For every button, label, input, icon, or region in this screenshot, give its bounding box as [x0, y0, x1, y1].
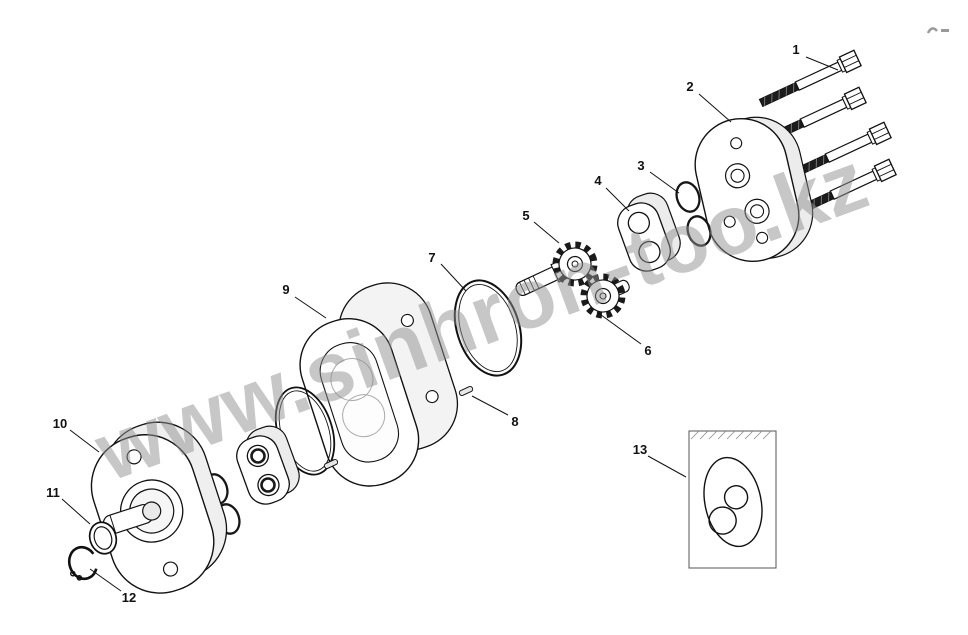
driven-gear: [578, 267, 637, 321]
callout-11: 11: [46, 485, 91, 525]
seal-kit: [688, 430, 777, 569]
callout-4: 4: [594, 173, 630, 212]
shaft-seal: [88, 521, 118, 555]
callout-3: 3: [637, 158, 680, 194]
callout-4-label: 4: [594, 173, 602, 188]
seal-kit-hatch: [690, 430, 772, 440]
callout-9-label: 9: [282, 282, 289, 297]
callout-9: 9: [282, 282, 327, 319]
o-ring-rear: [453, 279, 523, 377]
callout-1-label: 1: [792, 42, 799, 57]
callout-6: 6: [596, 311, 652, 358]
bore-seal-1: [250, 448, 266, 464]
dowel-pin-front: [323, 459, 339, 469]
seal-kit-gaskets: [703, 456, 763, 548]
callout-8-label: 8: [511, 414, 518, 429]
callout-13-label: 13: [633, 442, 647, 457]
dowel-pin-rear: [458, 385, 474, 397]
callout-7-label: 7: [428, 250, 435, 265]
bore-seal-2: [260, 477, 276, 493]
callout-10-label: 10: [53, 416, 67, 431]
callout-11-label: 11: [46, 485, 60, 500]
callout-2-label: 2: [686, 79, 693, 94]
drive-gear-shaft: [515, 239, 600, 297]
rear-cover-plate: [694, 116, 814, 263]
callout-6-label: 6: [644, 343, 651, 358]
pump-housing: [299, 282, 459, 487]
callout-13: 13: [633, 442, 687, 478]
callout-2: 2: [686, 79, 732, 123]
callout-3-label: 3: [637, 158, 644, 173]
callout-7: 7: [428, 250, 467, 292]
front-mounting-flange: [90, 421, 228, 594]
callout-5: 5: [522, 208, 560, 244]
callout-8: 8: [471, 395, 519, 429]
callout-1: 1: [792, 42, 839, 71]
callout-10: 10: [53, 416, 100, 453]
callout-5-label: 5: [522, 208, 529, 223]
corner-logo-fragment: [926, 27, 949, 34]
callout-12-label: 12: [122, 590, 136, 605]
snap-ring: [67, 545, 99, 581]
callout-12: 12: [89, 568, 136, 605]
